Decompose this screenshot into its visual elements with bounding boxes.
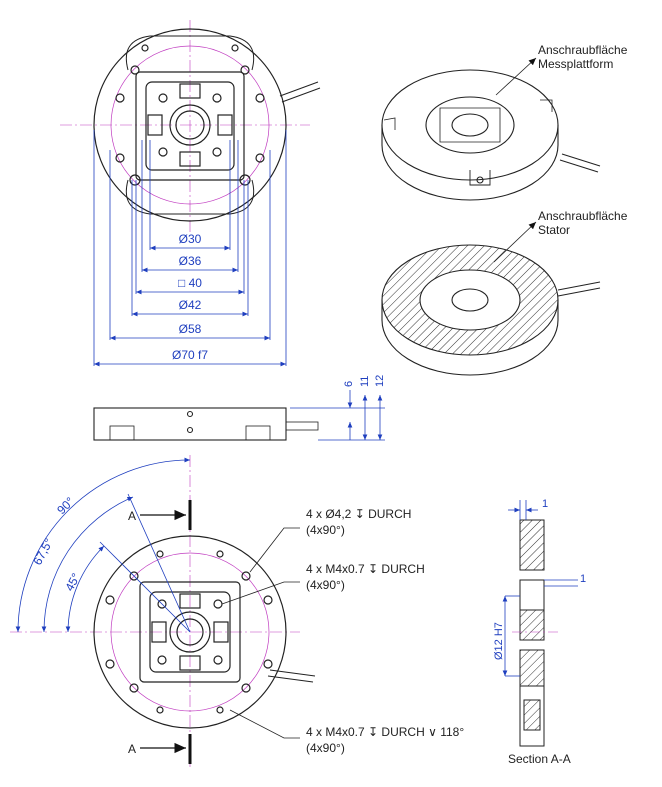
iso-top-label-line2: Messplattform bbox=[538, 57, 613, 71]
section-a-bottom: A bbox=[128, 742, 136, 756]
iso-bottom-leader bbox=[493, 221, 537, 263]
dim-h6: 6 bbox=[343, 381, 355, 387]
angle-90: 90° bbox=[54, 494, 77, 517]
section-a-top: A bbox=[128, 509, 136, 523]
note2-line2: (4x90°) bbox=[306, 578, 345, 592]
side-view-dimensions bbox=[290, 390, 385, 441]
angle-45: 45° bbox=[62, 571, 83, 594]
dim-d36: Ø36 bbox=[179, 254, 202, 268]
angle-dimensions bbox=[15, 457, 191, 633]
section-view bbox=[512, 519, 560, 747]
note2-line1: 4 x M4x0.7 ↧ DURCH bbox=[306, 562, 425, 576]
top-view-dimensions bbox=[93, 130, 287, 367]
dim-h11: 11 bbox=[359, 376, 371, 387]
iso-bottom-label-line1: Anschraubfläche bbox=[538, 209, 628, 223]
hole-note-leaders bbox=[221, 527, 300, 739]
top-view bbox=[60, 20, 321, 235]
section-dim-right: 1 bbox=[580, 573, 586, 585]
section-dim-bore: Ø12 H7 bbox=[493, 622, 505, 660]
section-caption: Section A-A bbox=[508, 752, 571, 766]
dim-d30: Ø30 bbox=[179, 232, 202, 246]
dim-d42: Ø42 bbox=[179, 298, 202, 312]
iso-bottom-label-line2: Stator bbox=[538, 223, 570, 237]
section-dimensions bbox=[502, 500, 578, 677]
section-dim-top: 1 bbox=[542, 498, 548, 510]
angle-675: 67,5° bbox=[30, 536, 56, 568]
note3-line1: 4 x M4x0.7 ↧ DURCH ∨ 118° bbox=[306, 725, 464, 739]
note3-line2: (4x90°) bbox=[306, 741, 345, 755]
section-markers bbox=[140, 500, 192, 764]
iso-top-leader bbox=[495, 57, 537, 96]
iso-top-label-line1: Anschraubfläche bbox=[538, 43, 628, 57]
side-view bbox=[93, 407, 319, 441]
dim-d58: Ø58 bbox=[179, 322, 202, 336]
bottom-view bbox=[10, 455, 316, 770]
dim-d70: Ø70 f7 bbox=[172, 348, 208, 362]
note1-line1: 4 x Ø4,2 ↧ DURCH bbox=[306, 507, 411, 521]
note1-line2: (4x90°) bbox=[306, 523, 345, 537]
dim-sq40: □ 40 bbox=[178, 276, 202, 290]
dim-h12: 12 bbox=[374, 375, 386, 387]
iso-view-top bbox=[381, 69, 601, 201]
iso-view-bottom bbox=[381, 244, 601, 376]
